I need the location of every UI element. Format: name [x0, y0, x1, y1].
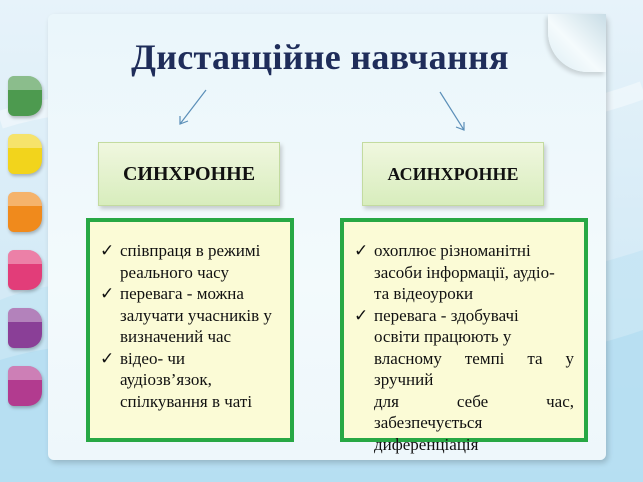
tab-purple	[8, 308, 42, 348]
check-icon: ✓	[100, 348, 115, 368]
tab-orange	[8, 192, 42, 232]
heading-synchronous-label: СИНХРОННЕ	[122, 162, 256, 185]
check-icon: ✓	[100, 241, 115, 260]
tab-green	[8, 76, 42, 116]
tab-magenta	[8, 366, 42, 406]
heading-synchronous: СИНХРОННЕ	[98, 142, 280, 206]
panel-synchronous: ✓ співпраця в режимі реального часу ✓ пе…	[86, 218, 294, 442]
check-icon: ✓	[354, 241, 369, 260]
tab-pink	[8, 250, 42, 290]
list-item: ✓ перевага - можна залучати учасників у …	[100, 284, 272, 346]
tab-yellow	[8, 134, 42, 174]
slide-title: Дистанційне навчання	[131, 37, 509, 77]
check-icon: ✓	[354, 305, 369, 325]
heading-asynchronous-label: АСИНХРОННЕ	[387, 163, 519, 184]
heading-asynchronous: АСИНХРОННЕ	[362, 142, 544, 206]
list-item: ✓ перевага - здобувачі освіти працюють у…	[354, 305, 574, 454]
list-item: ✓ охоплює різноманітні засоби інформації…	[354, 241, 555, 303]
list-item: ✓ відео- чи аудіозв’язок, спілкування в …	[100, 348, 253, 411]
list-item: ✓ співпраця в режимі реального часу	[100, 241, 261, 282]
check-icon: ✓	[100, 284, 115, 303]
panel-asynchronous: ✓ охоплює різноманітні засоби інформації…	[340, 218, 588, 454]
